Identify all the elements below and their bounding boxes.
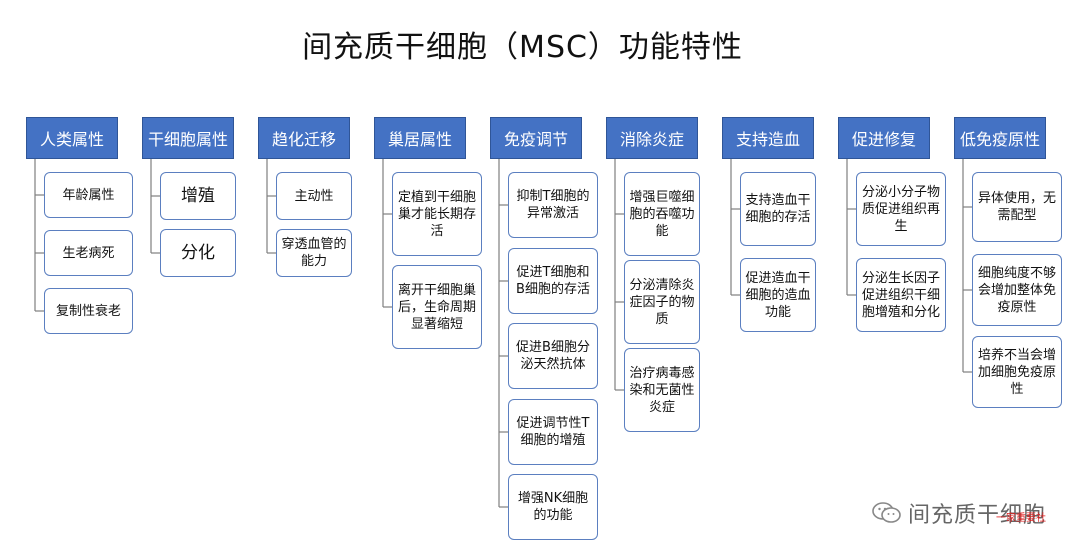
child-box: 增强巨噬细胞的吞噬功能 <box>624 172 700 256</box>
wechat-icon <box>872 502 901 523</box>
category-header-0: 人类属性 <box>26 117 118 159</box>
child-box: 年龄属性 <box>44 172 133 218</box>
child-box: 分化 <box>160 229 236 277</box>
child-box: 分泌小分子物质促进组织再生 <box>856 172 946 246</box>
watermark-subtext: 一家重要社 <box>996 513 1046 524</box>
child-box: 离开干细胞巢后，生命周期显著缩短 <box>392 265 482 349</box>
category-header-7: 促进修复 <box>838 117 930 159</box>
category-header-6: 支持造血 <box>722 117 814 159</box>
child-box: 细胞纯度不够会增加整体免疫原性 <box>972 254 1062 326</box>
child-box: 分泌清除炎症因子的物质 <box>624 260 700 344</box>
child-box: 穿透血管的能力 <box>276 229 352 277</box>
child-box: 促进T细胞和B细胞的存活 <box>508 248 598 314</box>
child-box: 定植到干细胞巢才能长期存活 <box>392 172 482 256</box>
child-box: 异体使用，无需配型 <box>972 172 1062 242</box>
child-box: 治疗病毒感染和无菌性炎症 <box>624 348 700 432</box>
category-header-5: 消除炎症 <box>606 117 698 159</box>
category-header-3: 巢居属性 <box>374 117 466 159</box>
watermark-text: 间充质干细胞 <box>907 503 1046 528</box>
child-box: 复制性衰老 <box>44 288 133 334</box>
category-header-8: 低免疫原性 <box>954 117 1046 159</box>
child-box: 培养不当会增加细胞免疫原性 <box>972 336 1062 408</box>
child-box: 支持造血干细胞的存活 <box>740 172 816 246</box>
category-header-1: 干细胞属性 <box>142 117 234 159</box>
child-box: 分泌生长因子促进组织干细胞增殖和分化 <box>856 258 946 332</box>
child-box: 生老病死 <box>44 230 133 276</box>
child-box: 促进调节性T细胞的增殖 <box>508 399 598 465</box>
category-header-2: 趋化迁移 <box>258 117 350 159</box>
child-box: 抑制T细胞的异常激活 <box>508 172 598 238</box>
watermark: 间充质干细胞 <box>872 497 1046 529</box>
child-box: 增殖 <box>160 172 236 220</box>
child-box: 主动性 <box>276 172 352 220</box>
child-box: 增强NK细胞的功能 <box>508 474 598 540</box>
child-box: 促进造血干细胞的造血功能 <box>740 258 816 332</box>
child-box: 促进B细胞分泌天然抗体 <box>508 323 598 389</box>
page-title: 间充质干细胞（MSC）功能特性 <box>302 30 743 65</box>
category-header-4: 免疫调节 <box>490 117 582 159</box>
